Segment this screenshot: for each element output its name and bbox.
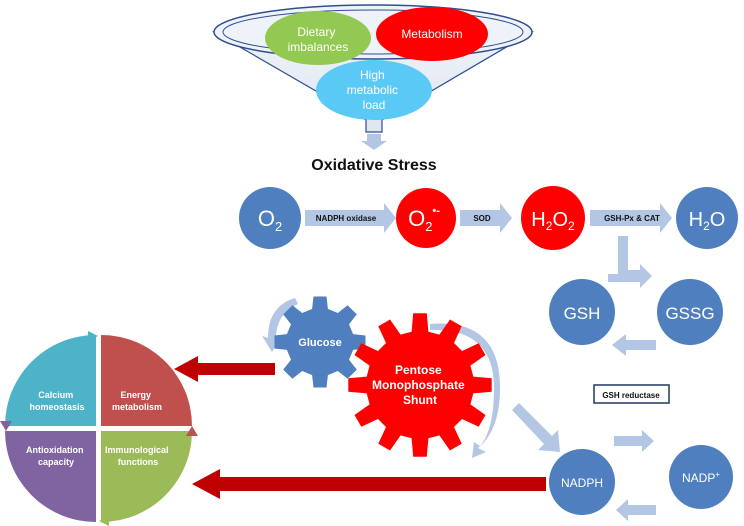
h2o-label: H2O: [689, 209, 726, 233]
quadrant-cycle-arrowhead-left: [0, 421, 12, 431]
antioxidation-capacity-quadrant: [5, 431, 96, 522]
metabolism-label: Metabolism: [401, 27, 462, 41]
gshpx-cat-arrow: [590, 203, 672, 233]
antioxidation-capacity-label: Antioxidation capacity: [26, 445, 86, 467]
nadph-cycle: NADPH NADP+: [549, 430, 733, 521]
nadp-to-nadph-arrow: [616, 499, 656, 521]
pentose-shunt-gear: [348, 313, 492, 457]
nadp-node: [669, 445, 733, 509]
sod-arrow: [460, 203, 512, 233]
energy-metabolism-label: Energy metabolism: [112, 390, 162, 412]
high-metabolic-load-node: [316, 60, 432, 120]
funnel: Dietary imbalances Metabolism High metab…: [211, 4, 535, 150]
gshpx-to-gsh-connector: [608, 236, 652, 288]
superoxide-label: O2•-: [408, 205, 440, 234]
calcium-homeostasis-quadrant: [5, 335, 96, 426]
gear-glucose-shape: [274, 296, 366, 388]
metabolism-node: [376, 7, 488, 61]
gssg-label: GSSG: [665, 304, 714, 323]
nadph-oxidase-label: NADPH oxidase: [316, 214, 377, 223]
gsh-label: GSH: [564, 304, 601, 323]
gssg-node: [657, 279, 723, 345]
functions-wheel: Calcium homeostasis Energy metabolism An…: [0, 331, 198, 526]
quadrant-cycle-arrowhead-top: [88, 331, 98, 341]
oxidative-stress-title: Oxidative Stress: [311, 157, 437, 174]
gsh-cycle: GSH GSSG GSH reductase: [549, 236, 723, 404]
gear-shunt-shape: [348, 313, 492, 457]
calcium-homeostasis-label: Calcium homeostasis: [29, 390, 84, 412]
immunological-functions-label: Immunological functions: [105, 445, 171, 467]
o2-label: O2: [258, 206, 282, 234]
gssg-to-gsh-arrow: [612, 334, 656, 356]
glucose-gear: [274, 296, 366, 388]
quadrant-cycle-arrowhead-bottom: [99, 516, 109, 526]
h2o2-label: H2O2: [531, 209, 575, 233]
nadph-label: NADPH: [561, 476, 603, 490]
glucose-to-functions-arrow: [174, 356, 275, 382]
o2-node: [239, 187, 301, 249]
glucose-label: Glucose: [298, 337, 341, 349]
gsh-node: [549, 279, 615, 345]
quadrant-cycle-arrowhead-right: [186, 426, 198, 436]
glucose-cycle-arrow: [262, 298, 298, 352]
glucose-pathway: Glucose Pentose Monophosphate Shunt: [262, 296, 560, 458]
nadph-node: [549, 449, 615, 515]
gsh-reductase-box: [593, 384, 670, 404]
immunological-functions-quadrant: [101, 431, 192, 522]
nadph-to-nadp-arrow: [614, 430, 654, 452]
nadph-oxidase-arrow: [305, 203, 396, 233]
high-metabolic-load-label: High metabolic load: [347, 68, 402, 112]
pentose-shunt-label: Pentose Monophosphate Shunt: [372, 363, 468, 407]
sod-label: SOD: [473, 214, 491, 223]
nadp-label: NADP+: [682, 470, 720, 485]
shunt-to-nadph-arrow: [512, 403, 560, 452]
h2o2-node: [521, 186, 585, 250]
funnel-down-arrow: [361, 134, 387, 150]
gshpx-cat-label: GSH-Px & CAT: [604, 214, 660, 223]
h2o-node: [676, 187, 738, 249]
superoxide-node: [396, 188, 456, 248]
energy-metabolism-quadrant: [101, 335, 192, 426]
nadph-to-functions-arrow: [192, 469, 546, 499]
gsh-reductase-label: GSH reductase: [602, 391, 660, 400]
ros-chain: O2 NADPH oxidase O2•- SOD H2O2 GSH-Px & …: [239, 186, 738, 250]
dietary-imbalances-label: Dietary imbalances: [288, 25, 349, 54]
dietary-imbalances-node: [265, 11, 371, 65]
